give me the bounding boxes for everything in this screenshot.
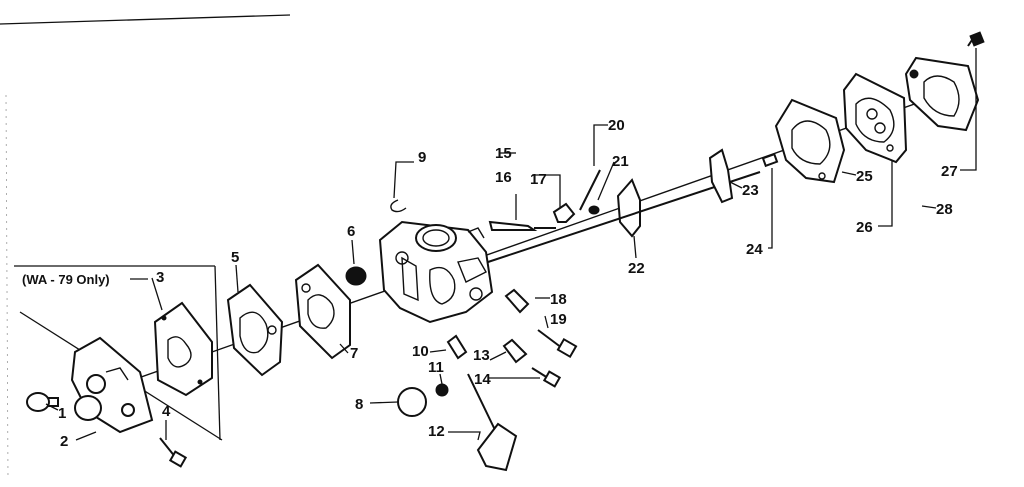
- part-23-lever: [708, 148, 734, 204]
- label-28: 28: [936, 201, 953, 218]
- part-4-screw: [159, 437, 188, 468]
- label-27: 27: [941, 163, 958, 180]
- label-12: 12: [428, 423, 445, 440]
- part-10-fitting: [446, 334, 468, 360]
- part-14-screw: [531, 367, 562, 388]
- label-13: 13: [473, 347, 490, 364]
- label-5: 5: [231, 249, 239, 266]
- label-25: 25: [856, 168, 873, 185]
- part-2-cover: [70, 336, 154, 434]
- label-24: 24: [746, 241, 763, 258]
- label-20: 20: [608, 117, 625, 134]
- part-1-screw: [26, 392, 59, 412]
- label-8: 8: [355, 396, 363, 413]
- part-16-needle: [488, 220, 556, 231]
- wa79-note: (WA - 79 Only): [22, 272, 110, 287]
- label-18: 18: [550, 291, 567, 308]
- label-21: 21: [612, 153, 629, 170]
- part-17-lever: [552, 202, 576, 223]
- part-28-pump-cover: [904, 56, 980, 132]
- label-26: 26: [856, 219, 873, 236]
- margin-mark: [5, 94, 9, 481]
- part-18-fitting: [504, 288, 530, 314]
- part-3-gasket: [153, 301, 213, 397]
- label-7: 7: [350, 345, 358, 362]
- label-17: 17: [530, 171, 547, 188]
- part-9-clip: [390, 199, 407, 213]
- part-25-gasket: [774, 98, 846, 184]
- header-rule: [0, 14, 291, 25]
- label-15: 15: [495, 145, 512, 162]
- part-12-shaft: [467, 373, 518, 472]
- label-23: 23: [742, 182, 759, 199]
- part-27-screw: [967, 31, 985, 47]
- label-6: 6: [347, 223, 355, 240]
- part-20-spring: [579, 169, 601, 211]
- part-21-pin: [588, 205, 600, 215]
- part-5-diaphragm: [226, 283, 284, 377]
- part-19-screw: [537, 329, 578, 359]
- label-11: 11: [428, 359, 444, 376]
- label-22: 22: [628, 260, 645, 277]
- part-11-washer: [435, 383, 449, 397]
- label-9: 9: [418, 149, 426, 166]
- label-3: 3: [156, 269, 164, 286]
- part-13-fitting: [502, 338, 528, 364]
- label-16: 16: [495, 169, 512, 186]
- part-7-gasket: [294, 263, 351, 360]
- part-24-screw: [761, 152, 779, 168]
- label-1: 1: [58, 405, 66, 422]
- label-4: 4: [162, 403, 171, 420]
- part-26-cover: [842, 72, 908, 164]
- label-14: 14: [474, 371, 491, 388]
- carburetor-body: [378, 220, 494, 324]
- part-8-plug: [397, 387, 427, 417]
- label-10: 10: [412, 343, 429, 360]
- label-2: 2: [60, 433, 68, 450]
- part-6-screen: [345, 266, 367, 286]
- leader-lines: [45, 48, 977, 441]
- part-22-plate: [616, 178, 641, 238]
- label-19: 19: [550, 311, 567, 328]
